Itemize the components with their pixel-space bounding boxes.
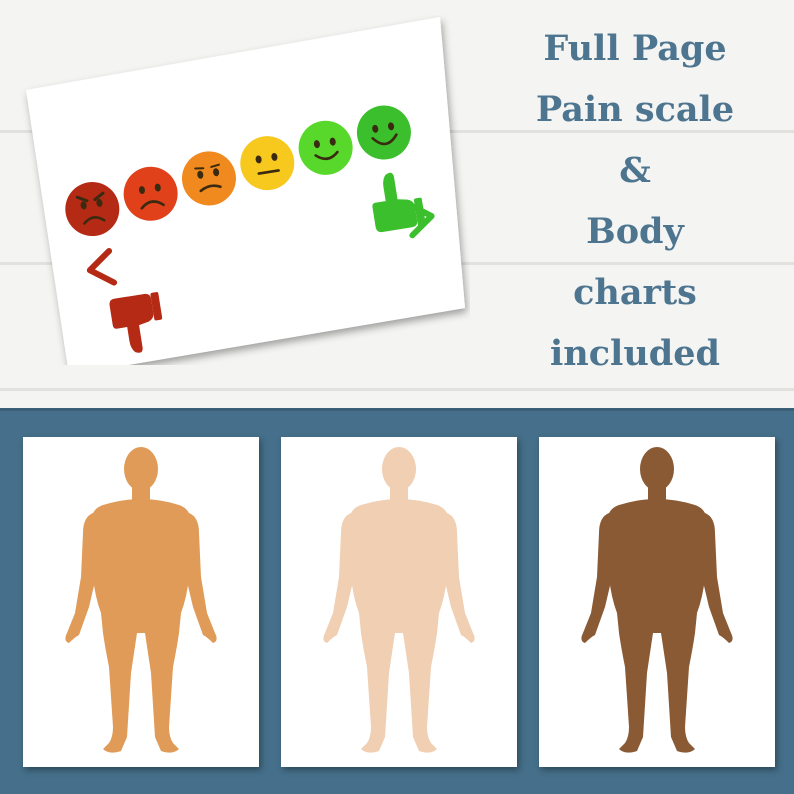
face-sad-icon bbox=[123, 166, 178, 221]
face-happy-icon bbox=[298, 120, 353, 175]
body-silhouette-2 bbox=[323, 447, 475, 753]
body-chart-panel-3 bbox=[539, 437, 775, 767]
section-divider bbox=[0, 408, 794, 411]
headline-line-5: charts bbox=[573, 272, 697, 313]
pain-scale-illustration bbox=[26, 17, 465, 365]
scale-tick bbox=[313, 226, 318, 243]
scale-tick bbox=[202, 243, 208, 261]
thumbs-up-icon bbox=[372, 172, 426, 233]
face-unhappy-icon bbox=[181, 151, 236, 206]
headline: Full Page Pain scale & Body charts inclu… bbox=[490, 18, 780, 384]
card-paper bbox=[26, 17, 465, 365]
face-row bbox=[65, 105, 411, 237]
thumbs-down-icon bbox=[109, 292, 163, 353]
body-silhouette-1 bbox=[65, 447, 217, 753]
scale-tick bbox=[147, 252, 153, 269]
body-chart-panel-2 bbox=[281, 437, 517, 767]
headline-line-3: & bbox=[619, 150, 651, 191]
pain-scale-card bbox=[20, 15, 470, 365]
headline-line-2: Pain scale bbox=[535, 89, 735, 130]
face-neutral-icon bbox=[240, 136, 295, 191]
headline-line-6: included bbox=[549, 333, 720, 374]
body-chart-panel-1 bbox=[23, 437, 259, 767]
headline-line-1: Full Page bbox=[543, 28, 727, 69]
headline-line-4: Body bbox=[586, 211, 684, 252]
plank-line bbox=[0, 388, 794, 391]
scale-tick bbox=[368, 217, 373, 234]
scale-tick bbox=[257, 235, 263, 252]
face-very-happy-icon bbox=[356, 105, 411, 160]
face-angry-icon bbox=[65, 182, 120, 237]
body-silhouette-3 bbox=[581, 447, 733, 753]
